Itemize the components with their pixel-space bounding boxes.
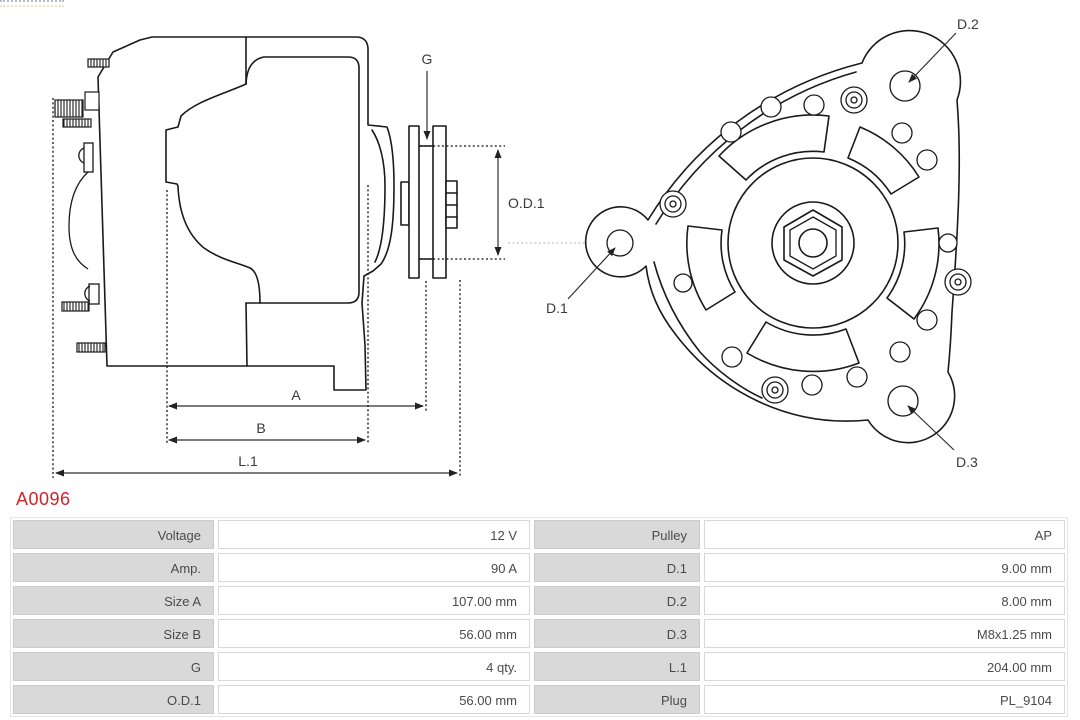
spec-value: 56.00 mm: [218, 619, 530, 648]
vent-cutouts: [686, 114, 940, 373]
d2-label: D.2: [957, 16, 979, 32]
dimension-b: B: [168, 420, 366, 444]
spec-label: L.1: [534, 652, 700, 681]
spec-value: 12 V: [218, 520, 530, 549]
spec-table: Voltage 12 V Pulley AP Amp. 90 A D.1 9.0…: [10, 517, 1068, 717]
leader-d2: D.2: [908, 16, 979, 83]
terminal-studs: [54, 58, 110, 353]
l1-label: L.1: [238, 453, 258, 469]
spec-label: Voltage: [13, 520, 214, 549]
spec-value: 90 A: [218, 553, 530, 582]
spec-label: Pulley: [534, 520, 700, 549]
spec-value: PL_9104: [704, 685, 1065, 714]
spec-value: 107.00 mm: [218, 586, 530, 615]
od1-label: O.D.1: [508, 195, 545, 211]
g-label: G: [422, 51, 433, 67]
b-label: B: [256, 420, 265, 436]
side-view-drawing: G O.D.1 A B L.1: [52, 36, 585, 478]
spec-value: 56.00 mm: [218, 685, 530, 714]
technical-drawing: G O.D.1 A B L.1: [52, 16, 979, 478]
a-label: A: [291, 387, 301, 403]
spec-label: D.1: [534, 553, 700, 582]
spec-value: 9.00 mm: [704, 553, 1065, 582]
spec-label: Plug: [534, 685, 700, 714]
selection-artifact: [0, 0, 64, 7]
dimension-l1: L.1: [55, 453, 458, 477]
housing-holes: [673, 70, 958, 417]
spec-value: 8.00 mm: [704, 586, 1065, 615]
spec-value: AP: [704, 520, 1065, 549]
dimension-g: G: [422, 51, 433, 140]
spec-label: Size A: [13, 586, 214, 615]
leader-d3: D.3: [907, 405, 978, 470]
spec-label: D.2: [534, 586, 700, 615]
leader-d1: D.1: [546, 247, 616, 316]
spec-label: G: [13, 652, 214, 681]
d3-label: D.3: [956, 454, 978, 470]
d1-label: D.1: [546, 300, 568, 316]
dimension-a: A: [168, 387, 424, 410]
spec-label: O.D.1: [13, 685, 214, 714]
pulley-side: [400, 125, 458, 279]
spec-label: Amp.: [13, 553, 214, 582]
shaft-nut-hub: [727, 157, 899, 329]
alternator-side-body: [97, 36, 395, 391]
torx-screws: [659, 86, 972, 404]
spec-value: M8x1.25 mm: [704, 619, 1065, 648]
rear-view-drawing: D.2 D.1 D.3: [546, 16, 979, 470]
dimension-od1: O.D.1: [494, 149, 545, 256]
spec-value: 4 qty.: [218, 652, 530, 681]
spec-value: 204.00 mm: [704, 652, 1065, 681]
spec-label: D.3: [534, 619, 700, 648]
spec-label: Size B: [13, 619, 214, 648]
part-number: A0096: [16, 489, 71, 509]
